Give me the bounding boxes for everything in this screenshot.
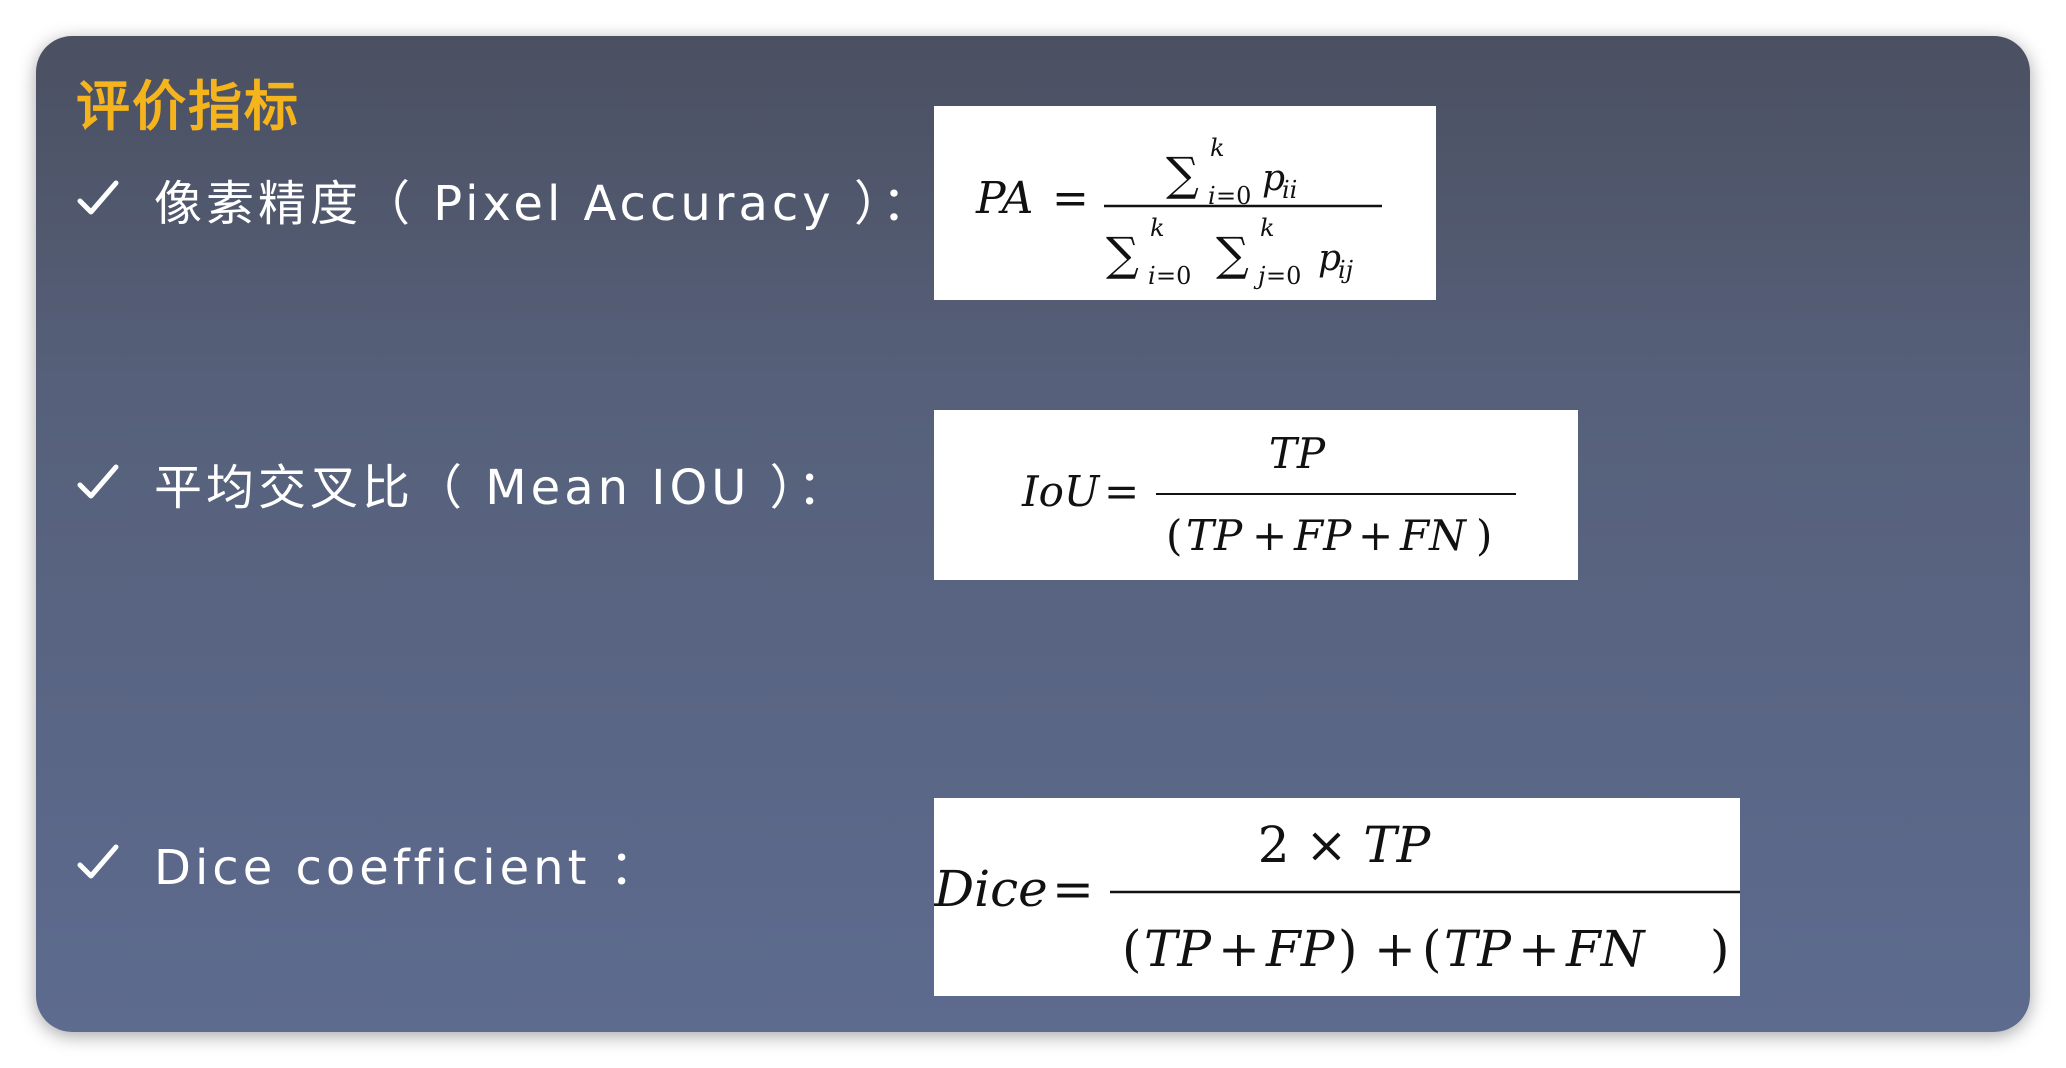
svg-text:∑: ∑: [1106, 227, 1139, 281]
bullet-mean-iou: 平均交叉比（ Mean IOU ）：: [76, 448, 850, 518]
bullet-label: Dice coefficient ：: [154, 840, 662, 896]
svg-text:∑: ∑: [1216, 227, 1249, 281]
svg-text:+: +: [1252, 511, 1287, 560]
bullet-label: 平均交叉比（ Mean IOU ）：: [154, 460, 850, 516]
svg-text:): ): [1710, 920, 1730, 978]
svg-text:FN: FN: [1399, 511, 1467, 560]
svg-text:+: +: [1518, 920, 1560, 978]
svg-text:k: k: [1210, 134, 1225, 162]
svg-text:(: (: [1166, 511, 1182, 560]
svg-text:p: p: [1262, 158, 1285, 199]
svg-text:k: k: [1260, 214, 1275, 242]
svg-text:2 × TP: 2 × TP: [1258, 816, 1432, 874]
svg-text:TP: TP: [1269, 429, 1326, 478]
svg-text:=: =: [1052, 860, 1094, 918]
svg-text:p: p: [1318, 238, 1341, 279]
bullet-label: 像素精度（ Pixel Accuracy ）：: [154, 176, 934, 232]
svg-text:(: (: [1122, 920, 1142, 978]
formula-pixel-accuracy: PA = ∑ k i =0 p ii ∑ k i =0 ∑ k j =0 p i…: [934, 106, 1436, 300]
svg-text:i: i: [1208, 182, 1216, 210]
svg-text:PA: PA: [975, 173, 1033, 224]
svg-text:TP: TP: [1186, 511, 1243, 560]
svg-text:i: i: [1148, 262, 1156, 290]
svg-text:k: k: [1150, 214, 1165, 242]
svg-text:TP: TP: [1444, 920, 1512, 978]
formula-mean-iou: IoU = TP ( TP + FP + FN ): [934, 410, 1578, 580]
svg-text:+: +: [1358, 511, 1393, 560]
svg-text:+: +: [1374, 920, 1416, 978]
svg-text:=0: =0: [1266, 262, 1301, 290]
svg-text:ij: ij: [1338, 256, 1354, 284]
svg-text:=: =: [1052, 173, 1089, 224]
svg-text:(: (: [1422, 920, 1442, 978]
svg-text:+: +: [1218, 920, 1260, 978]
bullet-pixel-accuracy: 像素精度（ Pixel Accuracy ）：: [76, 164, 934, 234]
svg-text:=0: =0: [1156, 262, 1191, 290]
formula-dice-coefficient: Dice = 2 × TP ( TP + FP ) + ( TP + FN ): [934, 798, 1740, 996]
svg-text:FN: FN: [1565, 920, 1647, 978]
svg-text:FP: FP: [1265, 920, 1336, 978]
check-icon: [77, 464, 119, 499]
svg-text:j: j: [1253, 262, 1266, 290]
svg-text:FP: FP: [1293, 511, 1352, 560]
svg-text:): ): [1338, 920, 1358, 978]
svg-text:Dice: Dice: [934, 860, 1048, 918]
bullet-dice-coefficient: Dice coefficient ：: [76, 828, 662, 898]
svg-text:=: =: [1104, 467, 1139, 516]
svg-text:TP: TP: [1144, 920, 1212, 978]
slide-title: 评价指标: [76, 75, 300, 138]
svg-text:∑: ∑: [1166, 147, 1199, 201]
check-icon: [77, 844, 119, 879]
svg-text:): ): [1476, 511, 1492, 560]
svg-text:IoU: IoU: [1021, 467, 1101, 516]
slide: 评价指标 像素精度（ Pixel Accuracy ）： PA = ∑ k i …: [36, 36, 2030, 1032]
svg-text:ii: ii: [1282, 176, 1297, 204]
check-icon: [77, 180, 119, 215]
